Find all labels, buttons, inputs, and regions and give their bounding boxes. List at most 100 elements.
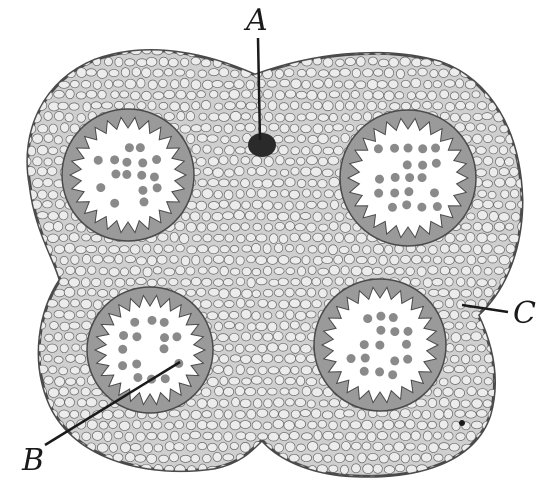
- tissue-cell: [22, 333, 31, 342]
- pollen-grain-icon: [161, 374, 170, 383]
- tissue-cell: [39, 278, 48, 286]
- tissue-cell: [439, 420, 448, 429]
- tissue-cell: [510, 124, 519, 133]
- tissue-cell: [324, 190, 333, 198]
- tissue-cell: [421, 59, 432, 66]
- tissue-cell: [455, 344, 464, 352]
- tissue-cell: [280, 169, 288, 176]
- tissue-cell: [405, 420, 415, 429]
- tissue-cell: [181, 35, 190, 43]
- tissue-cell: [499, 365, 507, 374]
- tissue-cell: [252, 243, 261, 252]
- tissue-cell: [196, 201, 207, 210]
- tissue-cell: [257, 101, 266, 110]
- tissue-cell: [142, 68, 151, 78]
- tissue-cell: [341, 442, 350, 451]
- tissue-cell: [256, 278, 267, 285]
- tissue-cell: [318, 114, 328, 121]
- tissue-cell: [297, 135, 305, 143]
- tissue-cell: [168, 58, 178, 67]
- tissue-cell: [91, 278, 100, 286]
- tissue-cell: [340, 420, 349, 429]
- tissue-cell: [136, 432, 145, 441]
- tissue-cell: [521, 389, 530, 396]
- tissue-cell: [488, 125, 496, 132]
- tissue-cell: [324, 233, 333, 241]
- tissue-cell: [247, 367, 256, 375]
- tissue-cell: [115, 254, 123, 263]
- tissue-cell: [76, 311, 85, 318]
- tissue-cell: [264, 378, 273, 385]
- tissue-cell: [27, 235, 36, 243]
- tissue-cell: [91, 102, 101, 109]
- tissue-cell: [483, 156, 492, 165]
- tissue-cell: [499, 102, 510, 109]
- tissue-cell: [21, 312, 31, 319]
- pollen-grain-icon: [110, 199, 119, 208]
- tissue-cell: [495, 178, 505, 187]
- tissue-cell: [70, 476, 79, 484]
- pollen-grain-icon: [139, 197, 148, 206]
- tissue-cell: [356, 233, 367, 243]
- tissue-cell: [44, 112, 52, 121]
- tissue-cell: [477, 37, 488, 45]
- tissue-cell: [37, 58, 47, 66]
- tissue-cell: [472, 399, 483, 409]
- tissue-cell: [245, 123, 255, 132]
- tissue-cell: [65, 47, 74, 56]
- tissue-cell: [28, 146, 36, 156]
- pollen-grain-icon: [132, 359, 141, 368]
- tissue-cell: [147, 35, 157, 44]
- tissue-cell: [82, 254, 91, 264]
- tissue-cell: [125, 59, 135, 66]
- tissue-cell: [466, 321, 476, 329]
- tissue-cell: [279, 103, 288, 111]
- tissue-cell: [471, 421, 482, 429]
- tissue-cell: [56, 68, 64, 77]
- tissue-cell: [352, 68, 360, 77]
- tissue-cell: [291, 410, 300, 418]
- tissue-cell: [210, 90, 218, 98]
- tissue-cell: [466, 57, 476, 65]
- tissue-cell: [220, 246, 229, 253]
- tissue-cell: [384, 68, 393, 78]
- tissue-cell: [75, 266, 85, 276]
- tissue-cell: [64, 287, 75, 297]
- tissue-cell: [241, 223, 250, 231]
- tissue-cell: [20, 46, 29, 56]
- tissue-cell: [152, 48, 163, 55]
- tissue-cell: [77, 113, 86, 122]
- tissue-cell: [483, 400, 492, 408]
- tissue-cell: [504, 399, 514, 407]
- tissue-cell: [230, 355, 240, 362]
- tissue-cell: [215, 103, 223, 110]
- tissue-cell: [158, 432, 168, 440]
- tissue-cell: [86, 245, 97, 252]
- tissue-cell: [286, 465, 296, 473]
- tissue-cell: [245, 432, 256, 441]
- tissue-cell: [192, 102, 200, 110]
- tissue-cell: [71, 255, 79, 264]
- tissue-cell: [229, 333, 239, 341]
- tissue-cell: [202, 80, 212, 89]
- tissue-cell: [165, 442, 174, 451]
- tissue-cell: [257, 212, 265, 220]
- tissue-cell: [462, 355, 470, 364]
- tissue-cell: [132, 68, 141, 77]
- tissue-cell: [59, 211, 68, 220]
- pollen-grain-icon: [96, 183, 105, 192]
- tissue-cell: [137, 102, 146, 110]
- tissue-cell: [466, 431, 475, 441]
- tissue-cell: [60, 322, 70, 331]
- tissue-cell: [329, 91, 339, 98]
- tissue-cell: [257, 454, 267, 463]
- tissue-cell: [467, 387, 476, 396]
- tissue-cell: [451, 333, 461, 343]
- tissue-cell: [279, 37, 289, 45]
- tissue-cell: [48, 234, 59, 243]
- tissue-cell: [510, 57, 521, 66]
- tissue-cell: [190, 431, 201, 439]
- tissue-cell: [279, 235, 288, 244]
- tissue-cell: [69, 278, 80, 287]
- tissue-cell: [389, 453, 400, 462]
